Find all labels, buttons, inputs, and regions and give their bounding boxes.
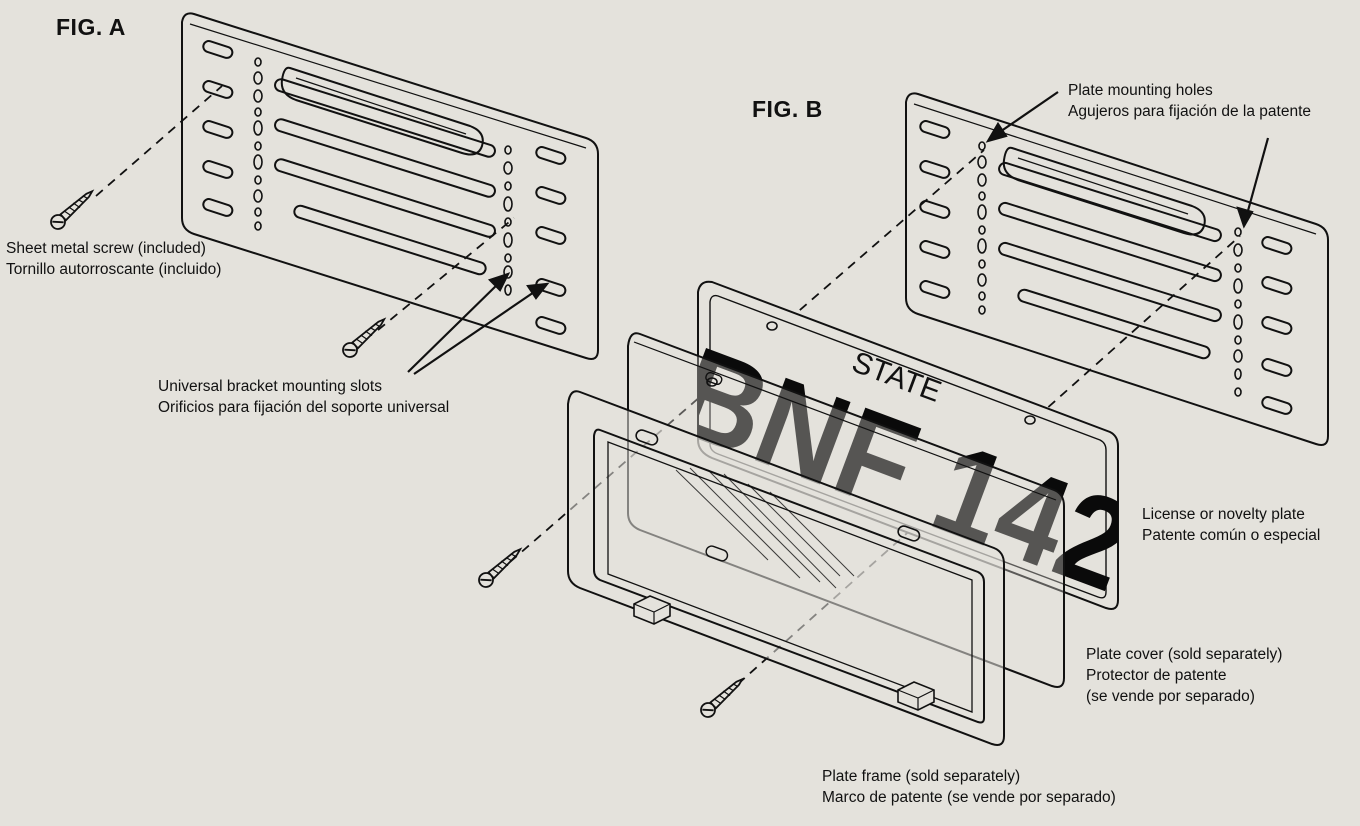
label-sheet-metal-screw: Sheet metal screw (included) Tornillo au… xyxy=(6,238,221,280)
arrow-icon xyxy=(407,272,550,375)
label-universal-bracket-slots: Universal bracket mounting slots Orifici… xyxy=(158,376,449,418)
fig-b-title: FIG. B xyxy=(752,96,823,122)
arrow-icon xyxy=(985,91,1270,229)
label-en: License or novelty plate xyxy=(1142,506,1305,523)
label-es: Orificios para fijación del soporte univ… xyxy=(158,399,450,416)
label-en: Sheet metal screw (included) xyxy=(6,240,206,257)
label-es: Agujeros para fijación de la patente xyxy=(1068,103,1311,120)
screw-icon xyxy=(50,189,95,230)
label-en: Plate cover (sold separately) xyxy=(1086,646,1283,663)
screw-icon xyxy=(478,547,523,588)
label-es: Protector de patente xyxy=(1086,667,1227,684)
fig-b-bracket xyxy=(905,92,1329,446)
label-plate-frame: Plate frame (sold separately) Marco de p… xyxy=(822,766,1116,808)
label-en: Plate frame (sold separately) xyxy=(822,768,1021,785)
label-en: Plate mounting holes xyxy=(1068,82,1213,99)
fig-a-dashed-guides xyxy=(95,85,515,331)
label-es: Marco de patente (se vende por separado) xyxy=(822,789,1116,806)
label-plate-mounting-holes: Plate mounting holes Agujeros para fijac… xyxy=(1068,80,1311,122)
label-license-plate: License or novelty plate Patente común o… xyxy=(1142,504,1320,546)
label-es2: (se vende por separado) xyxy=(1086,688,1255,705)
fig-a-title: FIG. A xyxy=(56,14,126,40)
label-en: Universal bracket mounting slots xyxy=(158,378,382,395)
screw-icon xyxy=(700,677,745,718)
plate-frame xyxy=(567,390,1005,746)
fig-a-bracket xyxy=(181,12,599,360)
label-plate-cover: Plate cover (sold separately) Protector … xyxy=(1086,644,1282,707)
label-es: Patente común o especial xyxy=(1142,527,1321,544)
screw-icon xyxy=(342,317,387,358)
label-es: Tornillo autorroscante (incluido) xyxy=(6,261,222,278)
